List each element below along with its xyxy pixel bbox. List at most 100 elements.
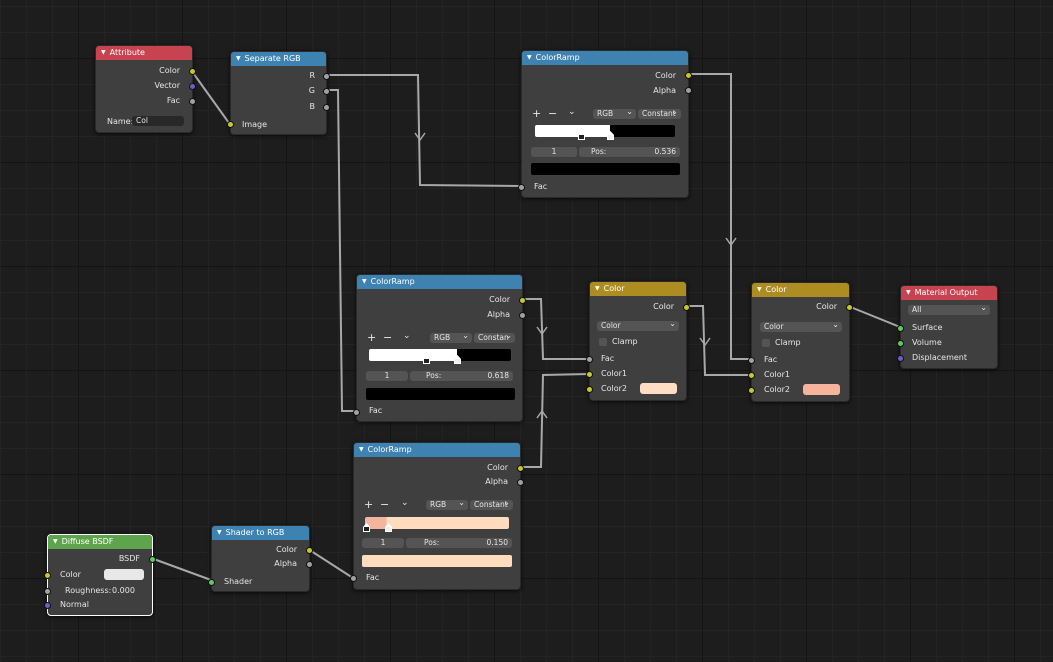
mix-color-1-node[interactable]: ▼Color Color Color Clamp Fac Color1 Colo… xyxy=(586,281,690,401)
ramp-stop-1-handle[interactable] xyxy=(385,523,392,532)
color-mode-dropdown[interactable]: RGB xyxy=(426,500,468,510)
color-mode-dropdown[interactable]: RGB xyxy=(430,333,472,343)
output-color-socket[interactable] xyxy=(685,72,692,79)
node-header[interactable]: ▼Shader to RGB xyxy=(212,526,309,540)
input-fac-socket[interactable] xyxy=(350,575,357,582)
input-image-socket[interactable] xyxy=(227,121,234,128)
ramp-stop-0-handle[interactable] xyxy=(423,355,430,364)
attribute-node[interactable]: ▼Attribute Color Vector Fac Name: Col xyxy=(95,45,196,133)
output-bsdf-socket[interactable] xyxy=(149,556,156,563)
collapse-arrow-icon[interactable]: ▼ xyxy=(236,55,241,62)
add-stop-button[interactable]: + xyxy=(364,498,374,511)
material-output-node[interactable]: ▼Material Output All Surface Volume Disp… xyxy=(897,285,998,369)
interpolation-dropdown[interactable]: Constant xyxy=(470,500,513,510)
stop-color-swatch[interactable] xyxy=(531,163,680,175)
blend-mode-dropdown[interactable]: Color xyxy=(760,322,842,332)
ramp-menu-chevron-down-icon[interactable]: ⌄ xyxy=(403,331,411,341)
mix-color-2-node[interactable]: ▼Color Color Color Clamp Fac Color1 Colo… xyxy=(748,282,853,402)
target-dropdown[interactable]: All xyxy=(908,305,990,315)
stop-color-swatch[interactable] xyxy=(362,555,512,567)
stop-position-field[interactable]: Pos: 0.150 xyxy=(406,538,512,548)
collapse-arrow-icon[interactable]: ▼ xyxy=(101,49,106,56)
output-color-socket[interactable] xyxy=(517,465,524,472)
name-field[interactable]: Col xyxy=(132,116,184,126)
collapse-arrow-icon[interactable]: ▼ xyxy=(359,446,364,453)
node-header[interactable]: ▼ColorRamp xyxy=(522,51,688,65)
stop-position-field[interactable]: Pos: 0.536 xyxy=(579,147,680,157)
colorramp-mid-node[interactable]: ▼ColorRamp Color Alpha + − ⌄ RGB Constan… xyxy=(353,274,526,422)
active-stop-index[interactable]: 1 xyxy=(366,371,408,381)
output-alpha-socket[interactable] xyxy=(306,561,313,568)
collapse-arrow-icon[interactable]: ▼ xyxy=(906,289,911,296)
stop-position-field[interactable]: Pos: 0.618 xyxy=(410,371,513,381)
output-fac-socket[interactable] xyxy=(189,98,196,105)
remove-stop-button[interactable]: − xyxy=(548,107,558,120)
color-ramp-bar[interactable] xyxy=(369,349,511,361)
color-ramp-bar[interactable] xyxy=(535,125,675,137)
blend-mode-dropdown[interactable]: Color xyxy=(597,321,679,331)
collapse-arrow-icon[interactable]: ▼ xyxy=(217,529,222,536)
node-header[interactable]: ▼Material Output xyxy=(901,286,997,300)
color-mode-dropdown[interactable]: RGB xyxy=(593,109,636,119)
input-color2-socket[interactable] xyxy=(748,387,755,394)
clamp-checkbox[interactable] xyxy=(599,338,607,346)
ramp-stop-1-handle[interactable] xyxy=(454,355,461,364)
color2-swatch[interactable] xyxy=(803,384,840,395)
ramp-menu-chevron-down-icon[interactable]: ⌄ xyxy=(568,107,576,117)
output-color-socket[interactable] xyxy=(683,304,690,311)
collapse-arrow-icon[interactable]: ▼ xyxy=(53,538,58,545)
node-header[interactable]: ▼Separate RGB xyxy=(231,52,326,66)
diffuse-bsdf-node[interactable]: ▼Diffuse BSDF BSDF Color Roughness: 0.00… xyxy=(44,534,156,616)
input-shader-socket[interactable] xyxy=(208,579,215,586)
input-volume-socket[interactable] xyxy=(897,340,904,347)
ramp-stop-0-handle[interactable] xyxy=(578,131,585,140)
stop-color-swatch[interactable] xyxy=(366,388,515,400)
output-color-socket[interactable] xyxy=(189,68,196,75)
ramp-stop-0-handle[interactable] xyxy=(363,523,370,532)
output-b-socket[interactable] xyxy=(323,104,330,111)
node-header[interactable]: ▼ColorRamp xyxy=(354,443,520,457)
input-fac-socket[interactable] xyxy=(748,357,755,364)
ramp-stop-1-handle[interactable] xyxy=(607,131,614,140)
color-ramp-bar[interactable] xyxy=(365,517,509,529)
collapse-arrow-icon[interactable]: ▼ xyxy=(362,278,367,285)
output-alpha-socket[interactable] xyxy=(685,87,692,94)
clamp-checkbox[interactable] xyxy=(762,339,770,347)
interpolation-dropdown[interactable]: Constan xyxy=(474,333,515,343)
add-stop-button[interactable]: + xyxy=(532,107,542,120)
color2-swatch[interactable] xyxy=(640,383,677,394)
input-color1-socket[interactable] xyxy=(748,372,755,379)
output-color-socket[interactable] xyxy=(846,304,853,311)
node-header[interactable]: ▼Color xyxy=(752,283,849,297)
collapse-arrow-icon[interactable]: ▼ xyxy=(595,285,600,292)
output-vector-socket[interactable] xyxy=(189,83,196,90)
node-header[interactable]: ▼ColorRamp xyxy=(357,275,522,289)
ramp-menu-chevron-down-icon[interactable]: ⌄ xyxy=(401,498,409,508)
base-color-swatch[interactable] xyxy=(104,569,144,580)
active-stop-index[interactable]: 1 xyxy=(362,538,404,548)
input-fac-socket[interactable] xyxy=(518,184,525,191)
input-normal-socket[interactable] xyxy=(44,602,51,609)
collapse-arrow-icon[interactable]: ▼ xyxy=(757,286,762,293)
shader-to-rgb-node[interactable]: ▼Shader to RGB Color Alpha Shader xyxy=(208,525,313,592)
output-alpha-socket[interactable] xyxy=(519,312,526,319)
active-stop-index[interactable]: 1 xyxy=(531,147,577,157)
output-r-socket[interactable] xyxy=(323,73,330,80)
node-header[interactable]: ▼Diffuse BSDF xyxy=(48,535,152,549)
output-alpha-socket[interactable] xyxy=(517,479,524,486)
node-header[interactable]: ▼Attribute xyxy=(96,46,192,60)
input-displacement-socket[interactable] xyxy=(897,355,904,362)
input-surface-socket[interactable] xyxy=(897,325,904,332)
collapse-arrow-icon[interactable]: ▼ xyxy=(527,54,532,61)
interpolation-dropdown[interactable]: Constant xyxy=(638,109,681,119)
remove-stop-button[interactable]: − xyxy=(383,331,393,344)
input-color-socket[interactable] xyxy=(44,572,51,579)
add-stop-button[interactable]: + xyxy=(367,331,377,344)
input-fac-socket[interactable] xyxy=(353,409,360,416)
remove-stop-button[interactable]: − xyxy=(380,498,390,511)
colorramp-top-node[interactable]: ▼ColorRamp Color Alpha + − ⌄ RGB Constan… xyxy=(518,50,692,198)
output-color-socket[interactable] xyxy=(519,297,526,304)
input-color1-socket[interactable] xyxy=(586,371,593,378)
output-g-socket[interactable] xyxy=(323,88,330,95)
input-color2-socket[interactable] xyxy=(586,386,593,393)
